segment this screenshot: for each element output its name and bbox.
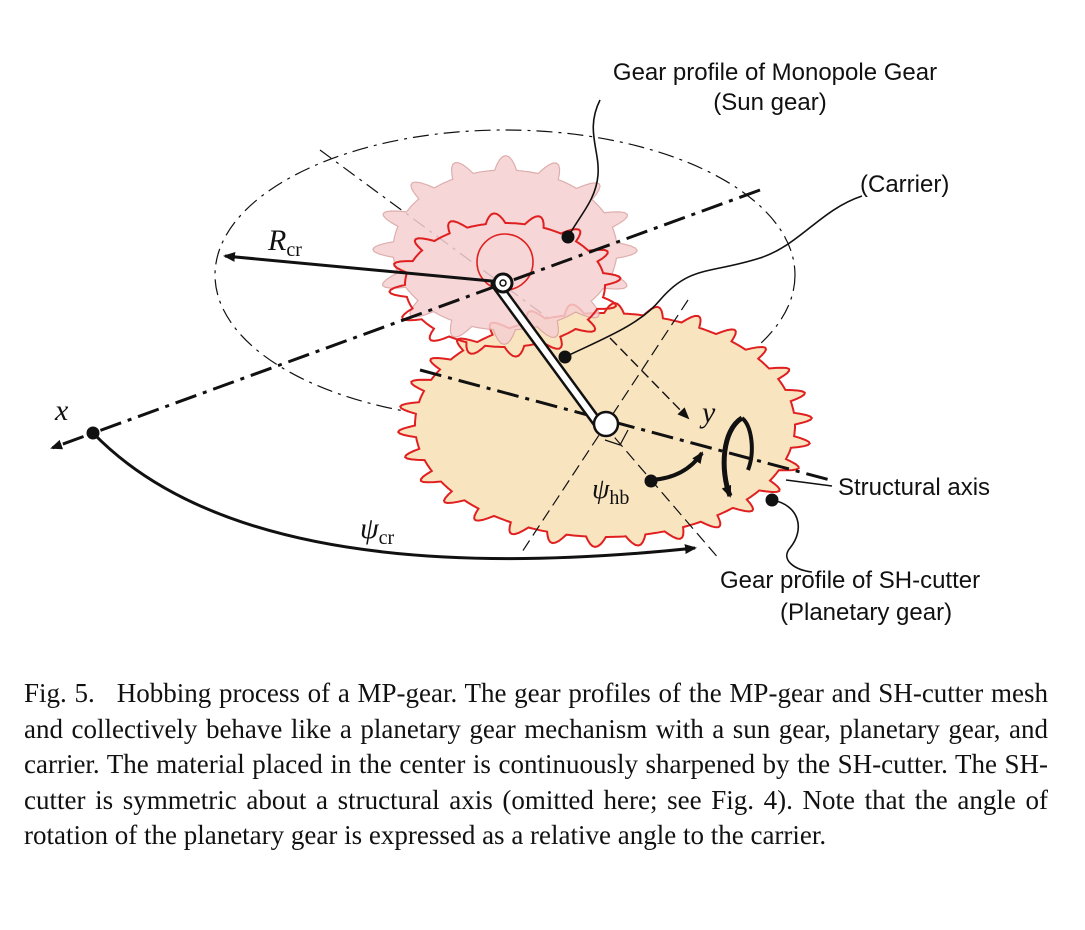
planet-gear-label-line2: (Planetary gear): [780, 599, 952, 626]
x-axis-symbol: x: [54, 394, 69, 427]
carrier-label: (Carrier): [860, 171, 949, 198]
structural-axis-line: [419, 368, 831, 482]
psi-cr-main: ψ: [360, 512, 380, 545]
carrier-arm: [490, 278, 606, 432]
caption-text: Hobbing process of a MP-gear. The gear p…: [24, 678, 1048, 850]
psi-cr-symbol: ψcr: [360, 512, 395, 549]
figure-caption: Fig. 5.Hobbing process of a MP-gear. The…: [24, 676, 1048, 854]
sun-gear-leader-dot: [561, 230, 575, 244]
planet-gear-leader-dot: [765, 493, 779, 507]
x-axis-point: [86, 426, 100, 440]
planet-gear-label-line1: Gear profile of SH-cutter: [720, 567, 980, 594]
psi-hb-point: [644, 474, 658, 488]
planet-center-pivot: [592, 410, 620, 438]
y-axis: [609, 337, 690, 420]
planet-gear-leader: [771, 499, 813, 573]
carrier-leader-dot: [558, 350, 572, 364]
rcr-arrow: [223, 251, 503, 284]
caption-figure-number: Fig. 5.: [24, 678, 95, 708]
structural-axis-leader: [785, 479, 833, 487]
structural-axis-label: Structural axis: [838, 474, 990, 501]
planet-cross-line-2: [602, 423, 721, 561]
rcr-sub: cr: [286, 239, 302, 261]
psi-hb-sub: hb: [609, 487, 629, 509]
rcr-symbol: Rcr: [267, 224, 302, 261]
psi-hb-symbol: ψhb: [592, 474, 629, 509]
psi-cr-sub: cr: [379, 527, 395, 549]
hobbing-diagram: Gear profile of Monopole Gear (Sun gear)…: [50, 59, 990, 626]
sun-gear-leader: [567, 99, 601, 238]
rotation-symbol: [721, 415, 754, 498]
y-axis-symbol: y: [699, 396, 716, 429]
psi-hb-main: ψ: [592, 474, 610, 505]
sun-center-dot: [499, 279, 507, 287]
rcr-main: R: [267, 224, 286, 257]
psi-cr-arc: [91, 431, 697, 561]
sun-gear-label-line1: Gear profile of Monopole Gear: [613, 59, 937, 86]
right-angle-marker: [604, 429, 629, 446]
x-axis: [50, 188, 761, 450]
carrier-leader: [564, 195, 863, 358]
sun-gear-label-line2: (Sun gear): [713, 89, 826, 116]
